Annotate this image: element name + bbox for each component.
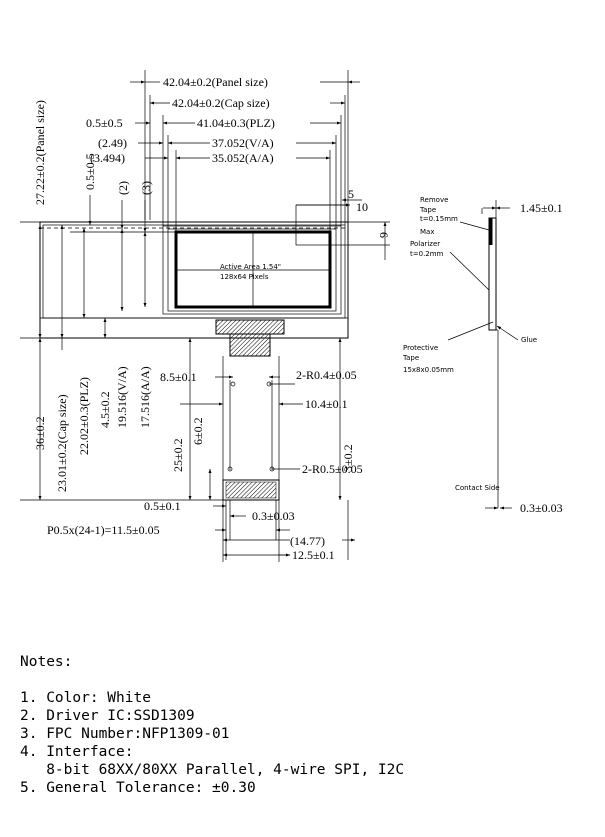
remove-tape-thickness: t=0.15mm [420, 215, 458, 223]
dim-plz-height: 22.02±0.3(PLZ) [77, 377, 91, 455]
polarizer-label: Polarizer [410, 240, 440, 248]
dim-va-height: 19.516(V/A) [115, 366, 129, 428]
dim-03: 0.3±0.03 [252, 509, 295, 523]
side-view: 1.45±0.1 0.3±0.03 Remove Tape t=0.15mm M… [402, 196, 563, 515]
protective-tape-label-2: Tape [402, 354, 419, 362]
left-dimensions: 27.22±0.2(Panel size) 0.5±0.5 (2) (3) 36… [20, 100, 223, 501]
dim-104: 10.4±0.1 [305, 397, 348, 411]
dim-10: 10 [356, 200, 368, 214]
dim-cap-height: 23.01±0.2(Cap size) [55, 394, 69, 492]
protective-tape-size: 15x8x0.05mm [403, 366, 454, 374]
dim-total-height: 36±0.2 [33, 416, 47, 450]
dim-v-offset: 0.5±0.5 [83, 153, 97, 190]
dim-r05: 2-R0.5±0.05 [302, 462, 363, 476]
dim-45: 4.5±0.2 [98, 391, 112, 428]
glue-label: Glue [521, 336, 537, 344]
dim-6v: 6±0.2 [191, 417, 205, 445]
remove-tape-label-2: Tape [419, 206, 436, 214]
dim-v2: (2) [116, 181, 130, 195]
dim-aa-offset: (3.494) [90, 151, 125, 165]
note-tolerance: 5. General Tolerance: ±0.30 [20, 780, 256, 796]
dim-offset-05: 0.5±0.5 [86, 116, 123, 130]
active-area-label: Active Area 1.54" [220, 263, 281, 271]
note-driver-ic: 2. Driver IC:SSD1309 [20, 708, 195, 724]
dim-side-03: 0.3±0.03 [520, 501, 563, 515]
dim-va-width: 37.052(V/A) [212, 136, 274, 150]
dim-aa-height: 17.516(A/A) [138, 366, 152, 428]
dim-3v: 3±0.2 [341, 444, 355, 472]
dim-panel-width: 42.04±0.2(Panel size) [163, 75, 268, 89]
dim-side-145: 1.45±0.1 [520, 201, 563, 215]
dim-6: 6 [377, 232, 391, 238]
dim-plz-width: 41.04±0.3(PLZ) [197, 116, 275, 130]
note-interface-detail: 8-bit 68XX/80XX Parallel, 4-wire SPI, I2… [20, 762, 405, 778]
remove-tape-max: Max [420, 228, 434, 236]
remove-tape-label: Remove [420, 196, 448, 204]
dim-pitch: P0.5x(24-1)=11.5±0.05 [47, 523, 160, 537]
active-area-pixels: 128x64 Pixels [220, 273, 269, 281]
panel-outline [39, 221, 349, 339]
dim-aa-width: 35.052(A/A) [212, 151, 274, 165]
dim-5: 5 [348, 187, 354, 201]
dim-v3: (3) [139, 181, 153, 195]
dim-1477: (14.77) [290, 534, 325, 548]
fpc-dimensions: 8.5±0.1 2-R0.4±0.05 10.4±0.1 25±0.2 6±0.… [47, 338, 363, 562]
fpc-tail [215, 319, 285, 501]
polarizer-thickness: t=0.2mm [410, 250, 444, 258]
dim-85: 8.5±0.1 [160, 370, 197, 384]
dim-25: 25±0.2 [171, 438, 185, 472]
protective-tape-label: Protective [403, 344, 438, 352]
notes-title: Notes: [20, 654, 73, 670]
note-fpc-number: 3. FPC Number:NFP1309-01 [20, 726, 230, 742]
dim-cap-width: 42.04±0.2(Cap size) [172, 96, 270, 110]
contact-side-label: Contact Side [455, 484, 500, 492]
dim-panel-height: 27.22±0.2(Panel size) [33, 100, 47, 205]
note-color: 1. Color: White [20, 690, 151, 706]
dim-05b: 0.5±0.1 [144, 499, 181, 513]
notes-section: Notes: 1. Color: White 2. Driver IC:SSD1… [20, 653, 600, 797]
dim-r04: 2-R0.4±0.05 [296, 368, 357, 382]
top-dimensions: 42.04±0.2(Panel size) 42.04±0.2(Cap size… [86, 70, 391, 260]
dim-va-offset: (2.49) [98, 136, 127, 150]
active-area: Active Area 1.54" 128x64 Pixels [174, 230, 332, 309]
dim-125: 12.5±0.1 [292, 548, 335, 562]
note-interface: 4. Interface: [20, 744, 134, 760]
